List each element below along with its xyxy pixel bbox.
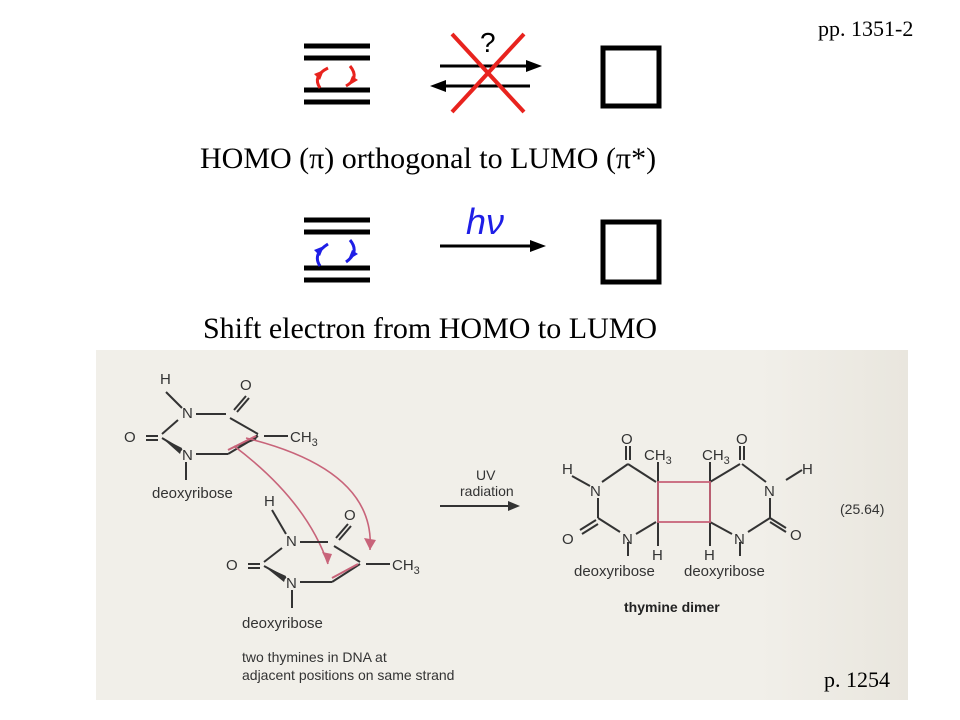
atom-n: N (286, 575, 297, 592)
equation-number: (25.64) (840, 501, 884, 517)
methyl-group: CH3 (290, 429, 318, 449)
blue-electron-arrows (315, 239, 356, 267)
homo-lumo-orthogonal-line: HOMO (π) orthogonal to LUMO (π*) (200, 142, 657, 175)
atom-h: H (704, 547, 715, 564)
atom-n: N (734, 531, 745, 548)
equilibrium-arrows (440, 64, 530, 88)
homo-orbital-lines (304, 43, 370, 105)
red-arrowhead-right (348, 76, 358, 86)
atom-h: H (562, 461, 573, 478)
deoxyribose-label: deoxyribose (574, 563, 655, 580)
curve-arrowhead (322, 552, 332, 564)
methyl-subscript: 3 (312, 437, 318, 449)
thymine-lower: H O N O CH3 N deoxyribose (226, 493, 420, 632)
atom-o: O (621, 431, 633, 448)
uv-label: UV (476, 467, 496, 483)
atom-o: O (240, 377, 252, 394)
methyl-label: CH (644, 447, 666, 464)
caption-line-1: two thymines in DNA at (242, 649, 387, 665)
blue-arrowhead-right (348, 250, 358, 260)
atom-n: N (764, 483, 775, 500)
atom-o: O (736, 431, 748, 448)
atom-o: O (226, 557, 238, 574)
deoxyribose-label: deoxyribose (242, 615, 323, 632)
methyl-group: CH3 (644, 447, 672, 467)
methyl-subscript: 3 (666, 455, 672, 467)
atom-n: N (182, 447, 193, 464)
double-bond-highlight (227, 435, 257, 451)
homo-orbital-lines (304, 217, 370, 283)
atom-h: H (652, 547, 663, 564)
thymine-dimer-figure: H O N O CH3 N deoxyribose (124, 371, 884, 683)
forbidden-transition-diagram: ? (304, 27, 662, 114)
lumo-box (600, 219, 662, 285)
cycloaddition-curves (233, 437, 371, 565)
methyl-label: CH (392, 557, 414, 574)
methyl-subscript: 3 (414, 565, 420, 577)
forbidden-cross-icon (450, 32, 526, 114)
textbook-page-edge (760, 350, 908, 700)
question-mark: ? (480, 27, 496, 58)
atom-n: N (182, 405, 193, 422)
methyl-label: CH (702, 447, 724, 464)
page-reference-top: pp. 1351-2 (818, 16, 914, 41)
methyl-label: CH (290, 429, 312, 446)
arrowhead-forward (526, 60, 542, 72)
methyl-group: CH3 (702, 447, 730, 467)
atom-h: H (802, 461, 813, 478)
uv-arrowhead (508, 501, 520, 511)
thymine-dimer-structure: H O N O N CH3 H CH3 O N H O N H deoxyrib… (562, 431, 813, 615)
lumo-box (600, 45, 662, 109)
atom-n: N (622, 531, 633, 548)
photochemical-transition-diagram: hν (304, 201, 662, 285)
thymine-upper: H O N O CH3 N deoxyribose (124, 371, 318, 502)
atom-o: O (124, 429, 136, 446)
atom-o: O (790, 527, 802, 544)
atom-h: H (264, 493, 275, 510)
atom-n: N (286, 533, 297, 550)
radiation-label: radiation (460, 483, 514, 499)
page-reference-bottom: p. 1254 (824, 667, 890, 692)
atom-n: N (590, 483, 601, 500)
h-nu-label: hν (466, 201, 504, 242)
double-bond-highlight (331, 563, 359, 579)
caption-line-2: adjacent positions on same strand (242, 667, 454, 683)
thymine-dimer-label: thymine dimer (624, 599, 720, 615)
deoxyribose-label: deoxyribose (684, 563, 765, 580)
methyl-subscript: 3 (724, 455, 730, 467)
deoxyribose-label: deoxyribose (152, 485, 233, 502)
reaction-arrowhead (530, 240, 546, 252)
arrowhead-reverse (430, 80, 446, 92)
atom-o: O (344, 507, 356, 524)
atom-h: H (160, 371, 171, 388)
atom-o: O (562, 531, 574, 548)
methyl-group: CH3 (392, 557, 420, 577)
cyclobutane-ring (657, 481, 711, 523)
blue-arrowhead-left (314, 246, 324, 256)
curve-arrowhead (364, 538, 376, 550)
shift-electron-line: Shift electron from HOMO to LUMO (203, 312, 658, 345)
red-arrowhead-left (314, 70, 324, 80)
